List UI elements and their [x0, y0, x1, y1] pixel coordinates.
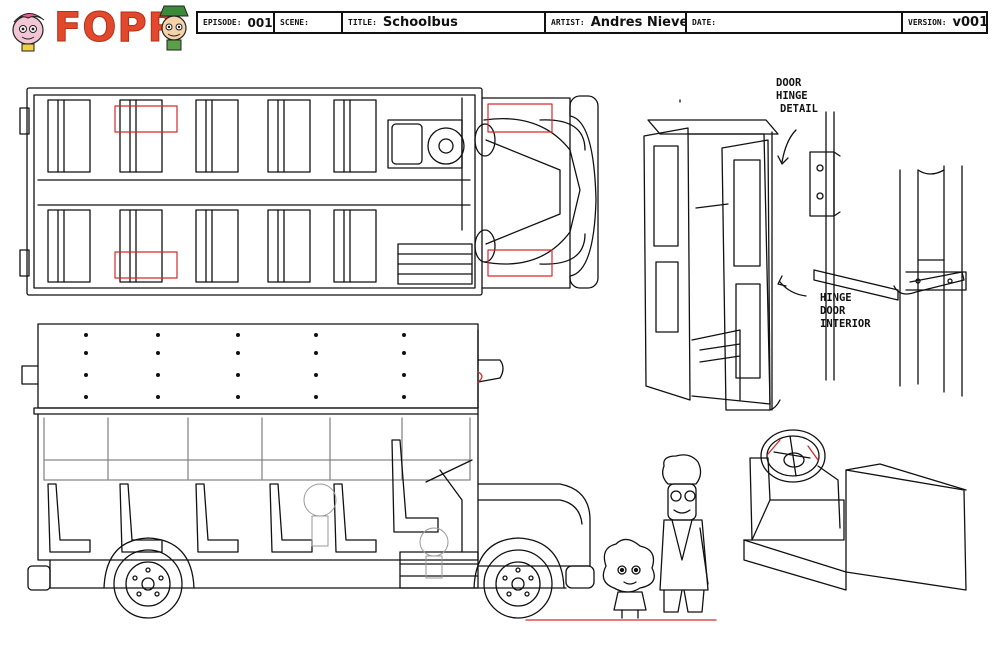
date-cell: DATE: — [687, 13, 903, 32]
note-line-3: DETAIL — [780, 103, 818, 115]
note-line-2: HINGE — [776, 90, 808, 102]
note-line-1: DOOR — [776, 77, 802, 89]
bus-windows — [43, 417, 471, 481]
version-value: v001 — [952, 15, 986, 30]
hinge-interior — [777, 165, 967, 397]
door-hinge-detail-label: DOOR HINGE DETAIL — [776, 77, 818, 115]
version-cell: VERSION: v001 — [903, 13, 986, 32]
seats-side — [47, 439, 439, 553]
scene-cell: SCENE: — [275, 13, 343, 32]
episode-label: EPISODE: — [203, 18, 242, 27]
man-character — [659, 454, 709, 613]
rivets — [84, 333, 406, 399]
artist-value: Andres Nieves — [590, 15, 687, 30]
wheel-rear — [103, 537, 195, 619]
artist-cell: ARTIST: Andres Nieves — [546, 13, 687, 32]
title-label: TITLE: — [348, 18, 377, 27]
logo-text: FOPR — [53, 5, 180, 51]
seat-row-top — [47, 99, 377, 173]
note-line-4: HINGE — [820, 292, 852, 304]
title-block: EPISODE: 001 SCENE: TITLE: Schoolbus ART… — [196, 11, 988, 34]
title-cell: TITLE: Schoolbus — [343, 13, 546, 32]
date-label: DATE: — [692, 18, 717, 27]
wheel-front — [473, 537, 565, 619]
steering-markers — [767, 439, 819, 461]
bus-top-view — [19, 87, 599, 296]
seat-row-bottom — [47, 209, 377, 283]
version-label: VERSION: — [908, 18, 947, 27]
note-line-5: DOOR — [820, 305, 846, 317]
character-left-icon — [12, 13, 45, 52]
steering-dashboard — [743, 429, 967, 591]
artist-label: ARTIST: — [551, 18, 585, 27]
ghost-children — [303, 483, 449, 579]
note-line-6: INTERIOR — [820, 318, 871, 330]
girl-character — [602, 538, 655, 619]
bus-side-view — [21, 323, 595, 619]
hinge-door-interior-label: HINGE DOOR INTERIOR — [820, 292, 871, 330]
scene-label: SCENE: — [280, 18, 309, 27]
character-right-icon — [159, 5, 189, 51]
title-value: Schoolbus — [382, 15, 458, 30]
hinge-detail — [777, 111, 841, 381]
red-markers-top — [114, 103, 553, 279]
episode-value: 001 — [247, 15, 273, 30]
door-detail — [643, 99, 781, 411]
episode-cell: EPISODE: 001 — [198, 13, 275, 32]
fopr-logo: FOPR — [6, 4, 194, 52]
